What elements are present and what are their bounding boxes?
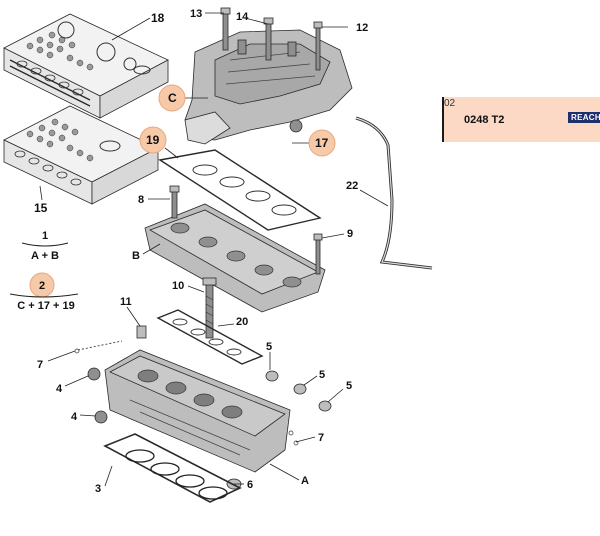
leader-lines [39, 12, 389, 487]
callout-b: B [132, 250, 140, 262]
gasket-20 [156, 309, 264, 365]
callout-5-a: 5 [266, 341, 272, 353]
callout-7-right: 7 [318, 432, 324, 444]
callout-17: 17 [315, 136, 329, 150]
callout-9: 9 [347, 228, 353, 240]
kit-formula-2: 2 C + 17 + 19 [9, 280, 79, 312]
callout-8: 8 [138, 194, 144, 206]
bolt-13 [220, 7, 231, 51]
gasket-19 [158, 149, 322, 231]
callout-labels: 18 15 13 14 12 C 17 19 22 8 9 B 10 11 20… [34, 8, 368, 495]
callout-12: 12 [356, 22, 368, 34]
reference-code: 02 [444, 98, 456, 109]
callout-18: 18 [151, 11, 165, 25]
cylinder-head-a [104, 349, 291, 473]
callout-6: 6 [247, 479, 253, 491]
callout-19: 19 [146, 133, 160, 147]
highlight-c [158, 84, 186, 112]
intake-manifold-c [184, 29, 353, 145]
reach-badge: REACH [568, 112, 600, 123]
cam-carrier-b [144, 203, 326, 313]
bolt-9 [313, 233, 323, 275]
hose-22 [355, 116, 433, 270]
callout-7-left: 7 [37, 359, 43, 371]
head-gasket-3 [103, 433, 242, 503]
seal-7-right [288, 430, 299, 446]
part-number: 0248 T2 [464, 114, 505, 126]
bolt-12 [313, 21, 323, 71]
part-11 [136, 325, 147, 339]
callout-a: A [301, 475, 309, 487]
kit-formula-1: 1 A + B [21, 230, 69, 262]
highlight-17 [308, 129, 336, 157]
gasket-kit-box-15 [3, 105, 159, 205]
plug-5-c [318, 400, 332, 412]
plug-4-upper [87, 367, 101, 381]
bolt-14 [263, 17, 274, 61]
formula-2-number: 2 [39, 280, 45, 292]
plug-5-b [293, 383, 307, 395]
callout-11: 11 [120, 296, 132, 308]
formula-1-composition: A + B [31, 250, 59, 262]
callout-5-c: 5 [346, 380, 352, 392]
formula-1-number: 1 [42, 230, 48, 242]
callout-20: 20 [236, 316, 248, 328]
plug-4-lower [94, 410, 108, 424]
callout-5-b: 5 [319, 369, 325, 381]
callout-13: 13 [190, 8, 202, 20]
callout-4-lower: 4 [71, 411, 78, 423]
plug-5-a [265, 370, 279, 382]
formula-2-composition: C + 17 + 19 [17, 300, 75, 312]
highlight-19 [139, 126, 167, 154]
bolt-10 [202, 277, 217, 339]
gasket-kit-box-18 [3, 13, 169, 119]
bolt-8 [169, 185, 180, 219]
callout-22: 22 [346, 180, 358, 192]
callout-3: 3 [95, 483, 101, 495]
callout-10: 10 [172, 280, 184, 292]
callout-15: 15 [34, 201, 48, 215]
callout-4-upper: 4 [56, 383, 63, 395]
callout-c: C [168, 91, 177, 105]
callout-14: 14 [236, 11, 249, 23]
